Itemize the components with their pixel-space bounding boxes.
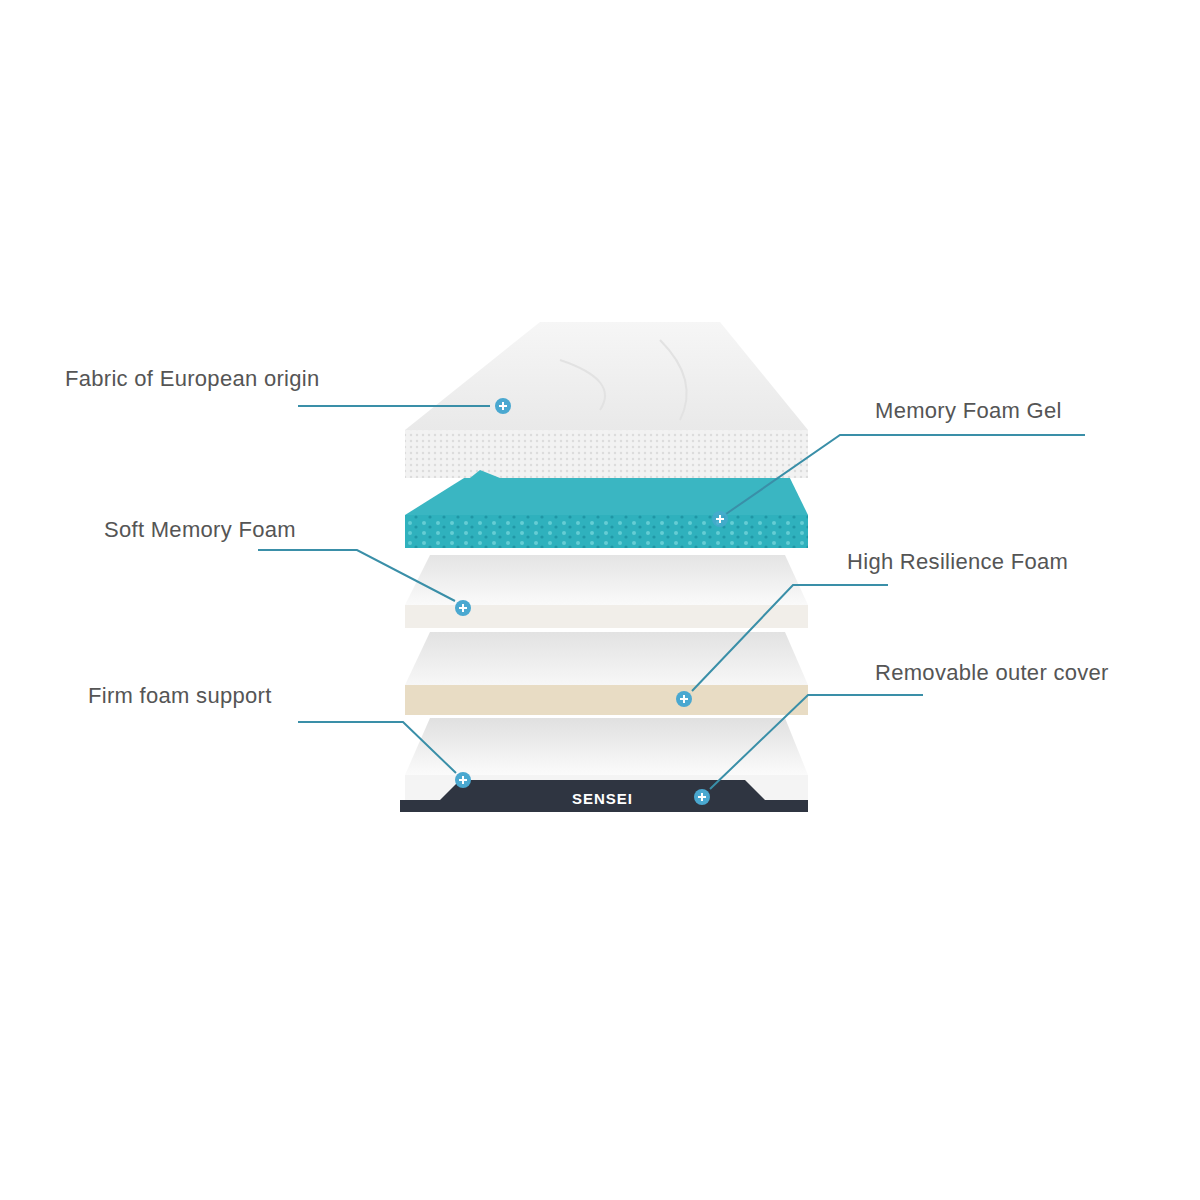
firm-foam-layer [400,718,808,812]
callout-label: Firm foam support [88,683,272,709]
callout-label: High Resilience Foam [847,549,1068,575]
callout-label: Removable outer cover [875,660,1109,686]
leader-lines [258,406,1085,789]
fabric-layer [405,322,808,478]
callout-label: Fabric of European origin [65,366,320,392]
high-resilience-layer [405,632,808,715]
brand-logo: SENSEI [572,791,633,806]
plus-markers [455,398,728,805]
soft-memory-layer [405,555,808,628]
gel-layer [405,468,808,548]
callout-label: Memory Foam Gel [875,398,1062,424]
callout-label: Soft Memory Foam [104,517,296,543]
